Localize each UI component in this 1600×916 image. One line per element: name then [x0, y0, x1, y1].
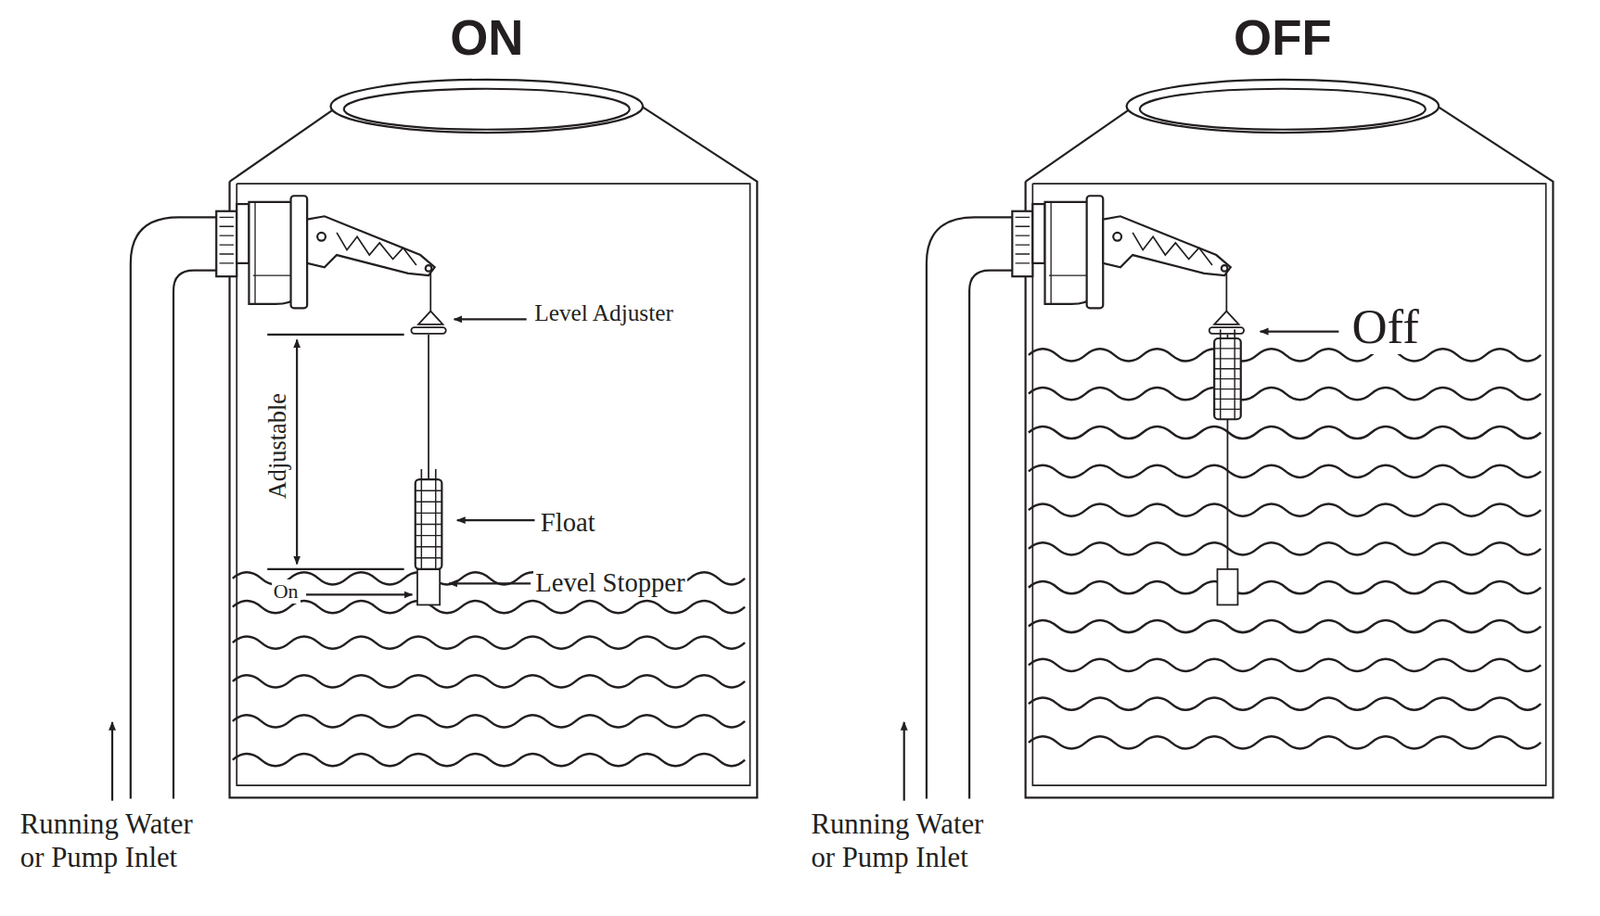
- water-wave: [1028, 542, 1541, 555]
- water-wave: [232, 675, 745, 688]
- tank-left: [130, 79, 757, 800]
- water-wave: [1028, 736, 1541, 749]
- water-wave: [1028, 387, 1541, 400]
- water-wave: [1028, 465, 1541, 478]
- float-left: [415, 469, 443, 570]
- water-wave: [232, 637, 745, 650]
- water-wave: [1028, 348, 1541, 361]
- water-wave: [1028, 659, 1541, 672]
- inlet-label: Running Water or Pump Inlet: [808, 808, 1003, 875]
- part-label: Level Adjuster: [532, 299, 676, 327]
- water-wave: [1028, 620, 1541, 633]
- state-heading: OFF: [1231, 10, 1334, 67]
- part-label: Level Stopper: [533, 568, 687, 600]
- state-label: On: [271, 579, 301, 603]
- inlet-label: Running Water or Pump Inlet: [18, 808, 213, 875]
- float-right: [1214, 329, 1242, 420]
- water-wave: [232, 601, 745, 614]
- water-wave: [1028, 698, 1541, 711]
- tank-right: [926, 79, 1553, 800]
- water-wave: [1028, 504, 1541, 517]
- water-wave: [232, 715, 745, 728]
- state-heading: ON: [448, 10, 525, 67]
- state-label: Off: [1349, 298, 1421, 356]
- water-wave: [1028, 426, 1541, 439]
- water-wave: [232, 754, 745, 767]
- part-label: Float: [538, 508, 598, 539]
- dimension-label: Adjustable: [263, 391, 292, 501]
- water-wave: [1028, 581, 1541, 594]
